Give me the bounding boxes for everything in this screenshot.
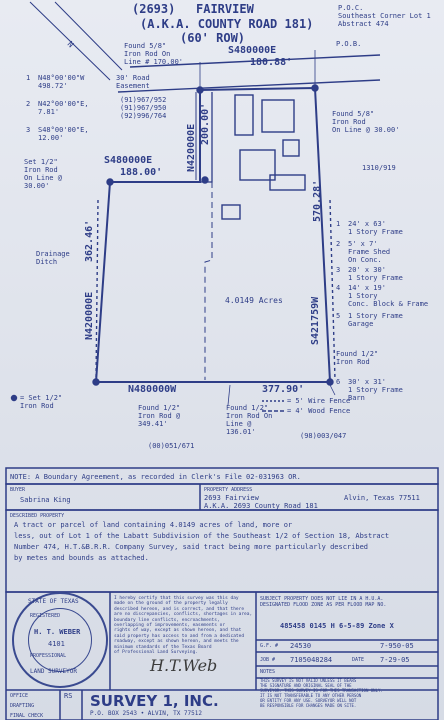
date-label: DATE (352, 657, 365, 663)
notes-label: NOTES (260, 669, 276, 675)
left-legend-text-3: S48°00'00"E, 12.00' (38, 126, 89, 142)
office-label: OFFICE (10, 693, 29, 699)
bearing-inner: N420000E (186, 123, 197, 172)
acreage-label: 4.0149 Acres (225, 296, 283, 305)
right-legend-text-2: 5' x 7' Frame Shed On Conc. (348, 240, 391, 264)
callout-iron-rod-bottom-left: Found 1/2" Iron Rod @ 349.41' (138, 404, 181, 428)
described-text: A tract or parcel of land containing 4.0… (14, 521, 390, 562)
legend-wood-fence: = 4' Wood Fence (287, 407, 351, 415)
right-legend-num-4: 4 (336, 284, 341, 292)
callout-vol-1310: 1310/919 (362, 164, 396, 172)
left-legend-num-3: 3 (26, 126, 31, 134)
seal-name: H. T. WEBER (34, 628, 81, 636)
bearing-left: N420000E (84, 291, 95, 340)
callout-iron-rod-right: Found 5/8" Iron Rod On Line @ 30.00' (332, 110, 400, 134)
right-legend-text-3: 20' x 30' 1 Story Frame (348, 266, 403, 282)
right-legend-num-2: 2 (336, 240, 341, 248)
seal-state: STATE OF TEXAS (28, 598, 79, 605)
certification-text: I hereby certify that this survey was th… (114, 596, 253, 656)
legend-set-rod: = Set 1/2" Iron Rod (20, 394, 63, 410)
right-legend-num-3: 3 (336, 266, 341, 274)
poc-note: P.O.C. Southeast Corner Lot 1 Abstract 4… (338, 4, 431, 28)
left-legend-num-2: 2 (26, 100, 31, 108)
seal-number: 4101 (48, 640, 65, 648)
left-legend-num-1: 1 (26, 74, 31, 82)
bearing-top: S480000E (228, 45, 277, 56)
company-address: P.O. BOX 2543 • ALVIN, TX 77512 (90, 710, 202, 717)
right-legend-num-6: 6 (336, 378, 341, 386)
aka-road: (A.K.A. COUNTY ROAD 181) (140, 17, 314, 31)
pob-label: P.O.B. (336, 40, 362, 48)
right-legend-num-5: 5 (336, 312, 341, 320)
bearing-bottom: N480000W (128, 384, 177, 395)
buyer-label: BUYER (10, 487, 26, 493)
right-legend-text-1: 24' x 63' 1 Story Frame (348, 220, 403, 236)
street-name: FAIRVIEW (196, 2, 254, 16)
callout-vol-00051: (00)051/671 (148, 442, 195, 450)
callout-iron-rod-right-bottom: Found 1/2" Iron Rod (336, 350, 379, 366)
boundary-note: NOTE: A Boundary Agreement, as recorded … (10, 473, 301, 481)
distance-mid: 188.00' (120, 167, 163, 178)
job-label: JOB # (260, 657, 276, 663)
callout-vol-98003: (98)003/047 (300, 432, 347, 440)
callout-road-easement: 30' Road Easement (116, 74, 150, 90)
flood-note: SUBJECT PROPERTY DOES NOT LIE IN A H.U.A… (260, 596, 387, 608)
callout-recordings: (91)967/952 (91)967/950 (92)996/764 (120, 96, 167, 120)
office-value: RS (64, 692, 73, 700)
right-legend-text-5: 1 Story Frame Garage (348, 312, 403, 328)
distance-left: 362.46' (84, 219, 95, 262)
job-value: 7105048284 (290, 656, 333, 664)
company-name: SURVEY 1, INC. (90, 692, 219, 710)
property-address-line1: 2693 Fairview (204, 494, 259, 502)
flood-map-number: 485458 0145 H 6-5-89 Zone X (280, 622, 394, 630)
date-value-1: 7-950-05 (380, 642, 414, 650)
surveyor-signature: H.T.Web (150, 656, 218, 675)
bearing-east: S421759W (310, 296, 321, 345)
gf-value: 24530 (290, 642, 312, 650)
row-width: (60' ROW) (180, 31, 246, 45)
callout-iron-rod-bottom-mid: Found 1/2" Iron Rod On Line @ 136.01' (226, 404, 273, 436)
property-city: Alvin, Texas 77511 (344, 494, 420, 502)
left-legend-text-2: N42°00'00"E, 7.81' (38, 100, 89, 116)
bearing-mid: S480000E (104, 155, 153, 166)
left-legend-text-1: N48°00'00"W 498.72' (38, 74, 85, 90)
property-address-label: PROPERTY ADDRESS (204, 487, 253, 493)
buyer-value: Sabrina King (20, 496, 71, 504)
distance-top: 180.88' (250, 57, 293, 68)
final-check-label: FINAL CHECK (10, 713, 44, 719)
right-legend-text-6: 30' x 31' 1 Story Frame Barn (348, 378, 403, 402)
distance-inner: 200.00' (200, 102, 211, 145)
seal-professional: PROFESSIONAL (30, 653, 67, 659)
seal-land-surveyor: LAND SURVEYOR (30, 668, 77, 675)
callout-iron-rod-top: Found 5/8" Iron Rod On Line # 170.00' (124, 42, 184, 66)
notes-text: THIS SURVEY IS NOT VALID UNLESS IT BEARS… (260, 678, 383, 708)
right-legend-text-4: 14' x 19' 1 Story Conc. Block & Frame (348, 284, 429, 308)
right-legend-num-1: 1 (336, 220, 341, 228)
drafting-label: DRAFTING (10, 703, 35, 709)
distance-bottom: 377.90' (262, 384, 305, 395)
callout-drainage: Drainage Ditch (36, 250, 70, 266)
surveyor-seal (12, 592, 108, 688)
callout-set-rod: Set 1/2" Iron Rod On Line @ 30.00' (24, 158, 62, 190)
property-address-line2: A.K.A. 2693 County Road 181 (204, 502, 318, 510)
described-label: DESCRIBED PROPERTY (10, 513, 65, 519)
gf-label: G.F. # (260, 643, 279, 649)
seal-registered: REGISTERED (30, 613, 61, 619)
distance-east: 570.28' (312, 179, 323, 222)
date-value-2: 7-29-05 (380, 656, 410, 664)
legend-wire-fence: = 5' Wire Fence (287, 397, 351, 405)
address-number: (2693) (132, 2, 176, 16)
